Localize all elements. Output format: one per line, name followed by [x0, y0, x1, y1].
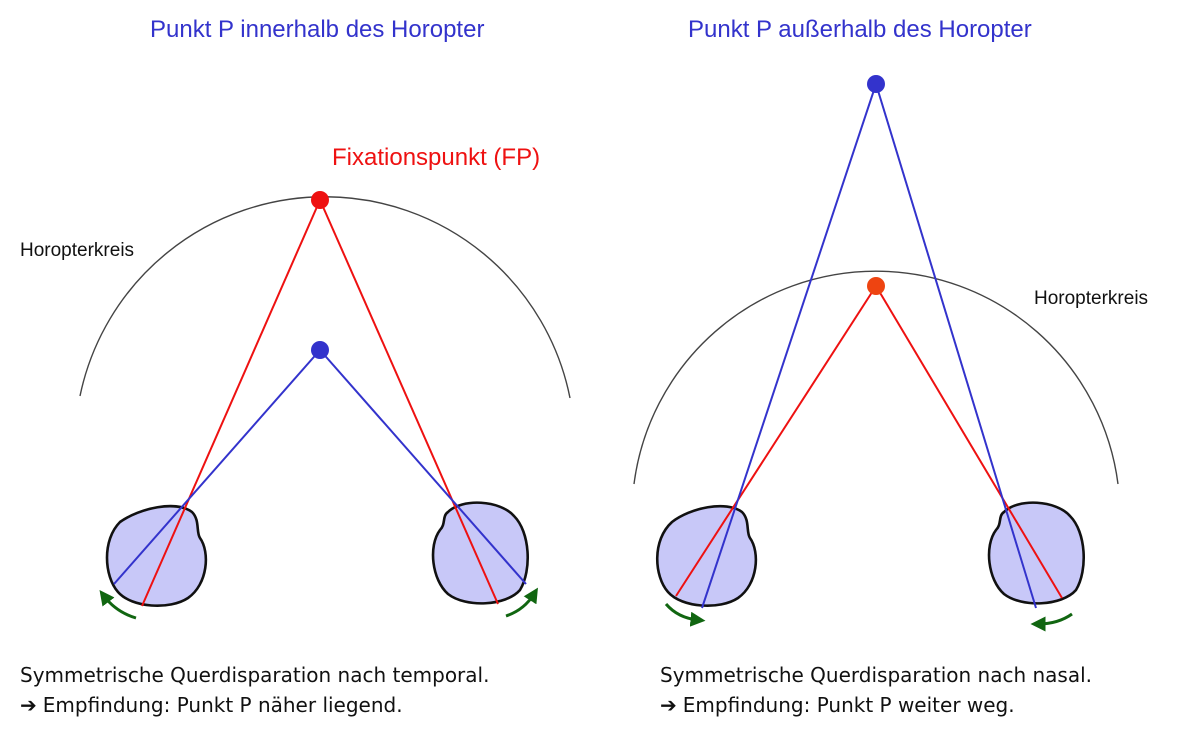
left-panel-point-p [311, 341, 329, 359]
right-arrow-icon: ➔ [660, 693, 677, 717]
left-panel-left-fixation-line [141, 199, 321, 607]
right-panel-left-fixation-line [675, 285, 877, 597]
fixation-point-label: Fixationspunkt (FP) [332, 144, 541, 171]
left-caption-line1: Symmetrische Querdisparation nach tempor… [20, 663, 490, 687]
right-panel-left-rotation-arrow [664, 602, 706, 627]
left-panel-left-p-line [113, 349, 321, 585]
right-panel-left-eye [655, 504, 758, 608]
left-horopter-label: Horopterkreis [20, 240, 135, 261]
left-panel-fixation-point [311, 191, 329, 209]
right-caption-line1: Symmetrische Querdisparation nach nasal. [660, 663, 1093, 687]
right-caption-line2-row: ➔Empfindung: Punkt P weiter weg. [660, 690, 1092, 720]
left-panel-right-p-line [319, 349, 527, 585]
right-panel-left-p-line [701, 83, 877, 609]
left-panel-right-rotation-arrow [505, 587, 538, 618]
right-panel-point-p [867, 75, 885, 93]
right-panel-fixation-point [867, 277, 885, 295]
right-panel-right-rotation-arrow [1030, 612, 1073, 632]
right-panel-title: Punkt P außerhalb des Horopter [688, 16, 1032, 43]
left-panel-title: Punkt P innerhalb des Horopter [150, 16, 485, 43]
left-horopter-arc [79, 196, 571, 399]
right-panel-right-eye [987, 501, 1085, 605]
right-caption: Symmetrische Querdisparation nach nasal.… [660, 660, 1092, 720]
right-panel-right-p-line [875, 83, 1037, 609]
right-horopter-arc [633, 270, 1119, 485]
left-caption-line2: Empfindung: Punkt P näher liegend. [42, 693, 403, 717]
right-panel-right-fixation-line [875, 285, 1063, 599]
right-horopter-label: Horopterkreis [1034, 288, 1149, 309]
right-arrow-icon: ➔ [20, 693, 37, 717]
left-panel-right-fixation-line [319, 199, 499, 605]
left-panel-right-eye [431, 501, 529, 605]
right-caption-line2: Empfindung: Punkt P weiter weg. [682, 693, 1015, 717]
left-panel-left-eye [105, 504, 208, 608]
left-caption: Symmetrische Querdisparation nach tempor… [20, 660, 489, 720]
left-caption-line2-row: ➔Empfindung: Punkt P näher liegend. [20, 690, 489, 720]
left-panel-left-rotation-arrow [99, 590, 137, 620]
